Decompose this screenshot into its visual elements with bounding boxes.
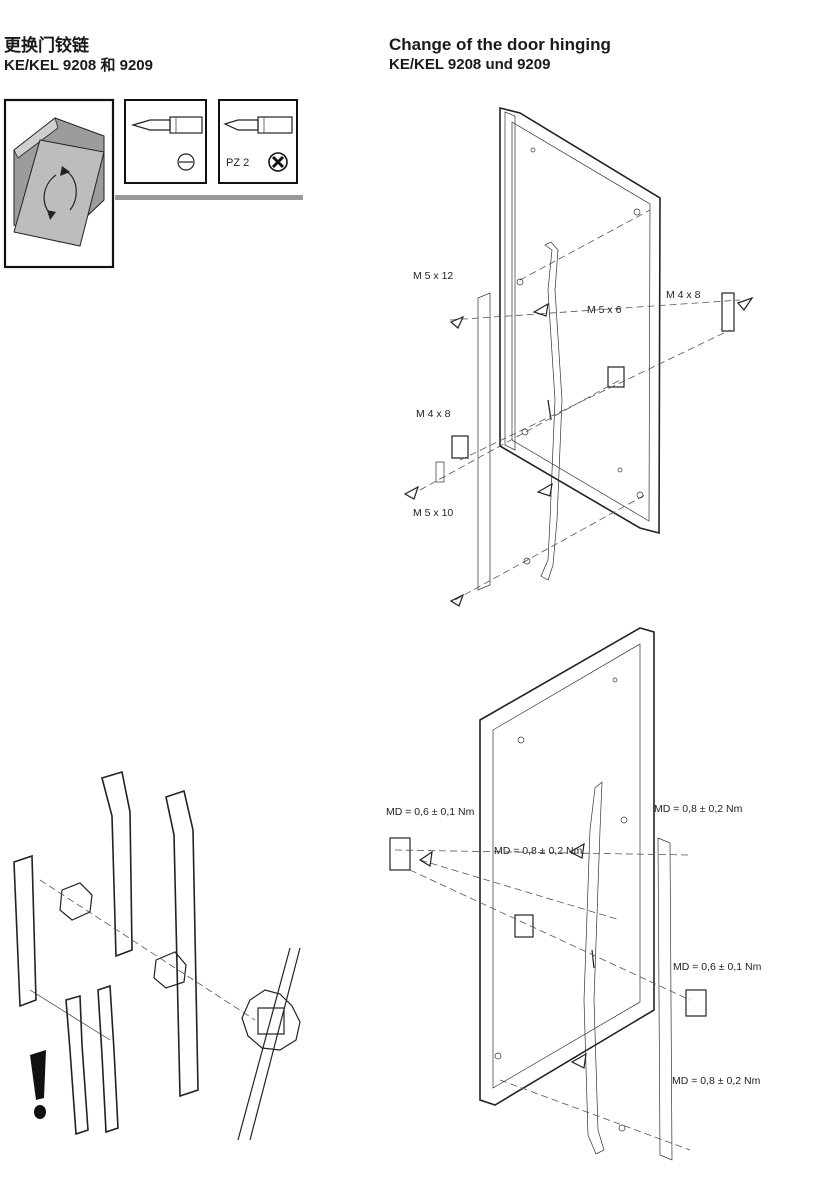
door-exploded-diagram-3 [389,627,707,1161]
phillips-screwdriver-icon: PZ 2 [218,99,298,184]
english-title-line1: Change of the door hinging [389,35,611,54]
callout-torque-left: MD = 0,6 ± 0,1 Nm [386,806,475,818]
flat-screwdriver-icon [124,99,207,184]
callout-m5x12: M 5 x 12 [413,270,453,282]
diagram1-callouts: M 5 x 12 M 4 x 8 M 5 x 6 M 4 x 8 M 5 x 1… [413,270,701,519]
tool-icon-strip: PZ 2 [3,98,303,269]
hinge-mechanism-diagram [13,770,301,1141]
callout-torque-center: MD = 0,8 ± 0,2 Nm [494,845,583,857]
callout-torque-right-bottom: MD = 0,8 ± 0,2 Nm [672,1075,761,1087]
callout-m4x8-right: M 4 x 8 [666,289,701,301]
rotate-door-icon [3,98,115,269]
callout-torque-top-right: MD = 0,8 ± 0,2 Nm [654,803,743,815]
diagram3-callouts: MD = 0,6 ± 0,1 Nm MD = 0,8 ± 0,2 Nm MD =… [386,803,762,1087]
callout-torque-right-mid: MD = 0,6 ± 0,1 Nm [673,961,762,973]
chinese-title-line2: KE/KEL 9208 和 9209 [4,57,153,74]
chinese-title-line1: 更换门铰链 [4,36,89,55]
callout-m5x10: M 5 x 10 [413,507,453,519]
callout-m5x6: M 5 x 6 [587,304,622,316]
english-title-line2: KE/KEL 9208 und 9209 [389,56,551,73]
door-exploded-diagram-1 [403,106,754,607]
callout-m4x8-left: M 4 x 8 [416,408,451,420]
english-title: Change of the door hinging KE/KEL 9208 u… [389,35,611,75]
gray-rule [115,195,303,200]
chinese-title: 更换门铰链 KE/KEL 9208 和 9209 [4,36,153,76]
pz2-label: PZ 2 [226,157,249,169]
